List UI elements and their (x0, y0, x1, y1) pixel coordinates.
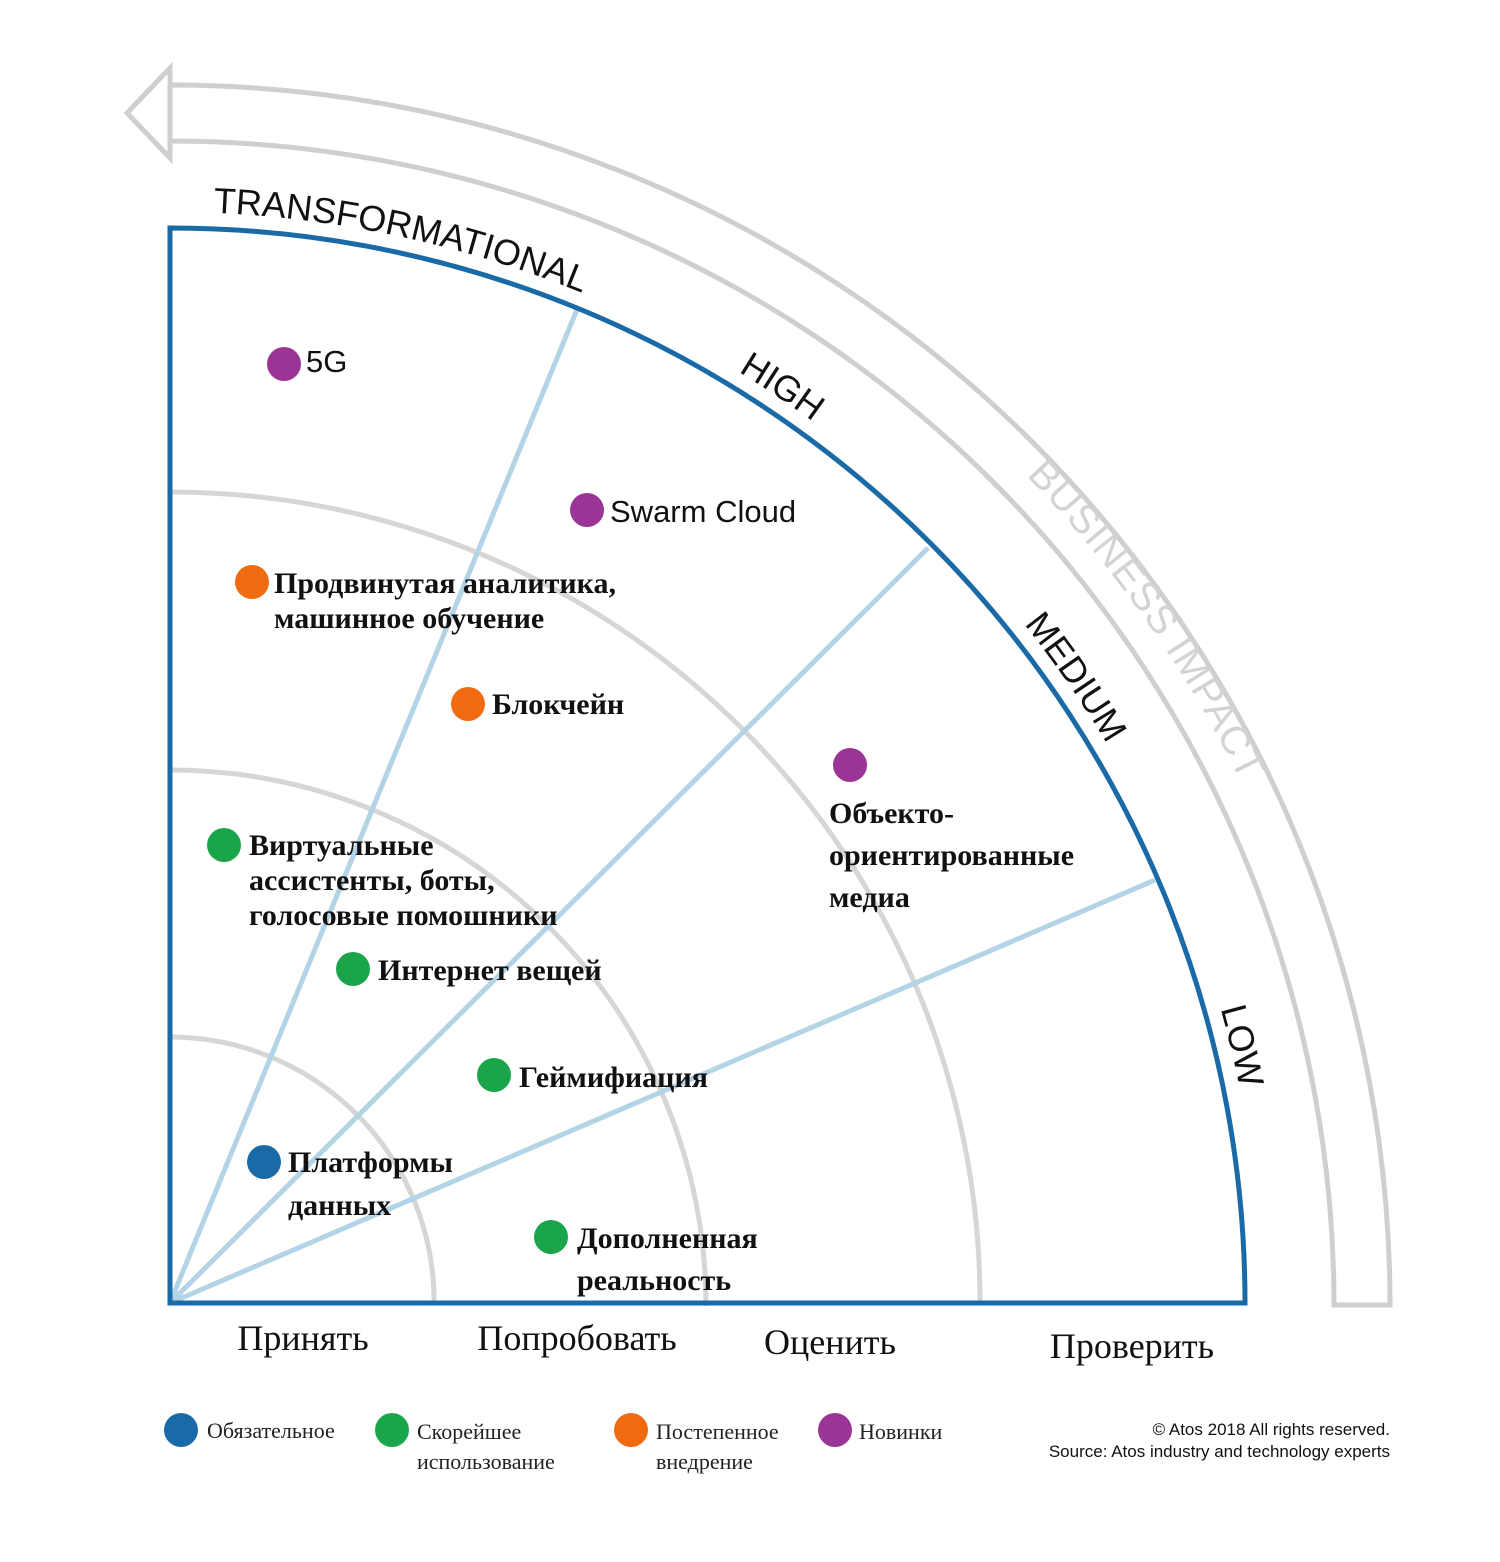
item-dot-object-media (833, 748, 867, 782)
item-dot-5g (267, 347, 301, 381)
legend-dot-gradual (614, 1413, 648, 1447)
item-dot-iot (336, 952, 370, 986)
item-blockchain: Блокчейн (451, 687, 624, 721)
ray-high-medium (168, 546, 930, 1305)
column-label-adopt: Принять (237, 1318, 368, 1358)
item-label-blockchain: Блокчейн (492, 688, 624, 721)
item-dot-advanced-analytics (235, 565, 269, 599)
quadrant-frame (167, 225, 1248, 1306)
item-dot-swarm-cloud (570, 493, 604, 527)
legend-item-new: Новинки (818, 1413, 943, 1447)
item-5g: 5G (267, 344, 347, 381)
column-label-check: Проверить (1050, 1326, 1214, 1366)
column-label-trial: Попробовать (477, 1318, 676, 1358)
ray-transformational-high (167, 306, 581, 1304)
item-dot-data-platforms (247, 1145, 281, 1179)
legend-dot-mandatory (164, 1413, 198, 1447)
item-label-gamification: Геймифиация (519, 1061, 708, 1094)
item-label-5g: 5G (306, 344, 347, 379)
business-impact-arrow-head (123, 61, 173, 165)
item-dot-gamification (477, 1058, 511, 1092)
legend-item-mandatory: Обязательное (164, 1413, 335, 1447)
column-label-assess: Оценить (764, 1322, 896, 1362)
item-label-iot: Интернет вещей (378, 954, 602, 987)
item-dot-blockchain (451, 687, 485, 721)
item-label-advanced-analytics: Продвинутая аналитика,машинное обучение (274, 567, 616, 635)
item-dot-augmented-reality (534, 1220, 568, 1254)
item-dot-virtual-assistants (207, 828, 241, 862)
legend-label-new: Новинки (859, 1419, 943, 1444)
item-advanced-analytics: Продвинутая аналитика,машинное обучение (235, 565, 616, 635)
source-line: Source: Atos industry and technology exp… (1049, 1442, 1390, 1461)
impact-rays (167, 306, 1156, 1306)
ray-medium-low (169, 877, 1156, 1306)
business-impact-arrow (167, 82, 1393, 1308)
item-iot: Интернет вещей (336, 952, 602, 987)
legend-dot-new (818, 1413, 852, 1447)
item-swarm-cloud: Swarm Cloud (570, 493, 796, 529)
copyright-line: © Atos 2018 All rights reserved. (1153, 1420, 1390, 1439)
band-label-high: HIGH (734, 344, 832, 429)
legend-label-mandatory: Обязательное (207, 1418, 335, 1443)
legend-dot-fast (375, 1413, 409, 1447)
item-label-swarm-cloud: Swarm Cloud (610, 494, 796, 529)
item-gamification: Геймифиация (477, 1058, 708, 1094)
